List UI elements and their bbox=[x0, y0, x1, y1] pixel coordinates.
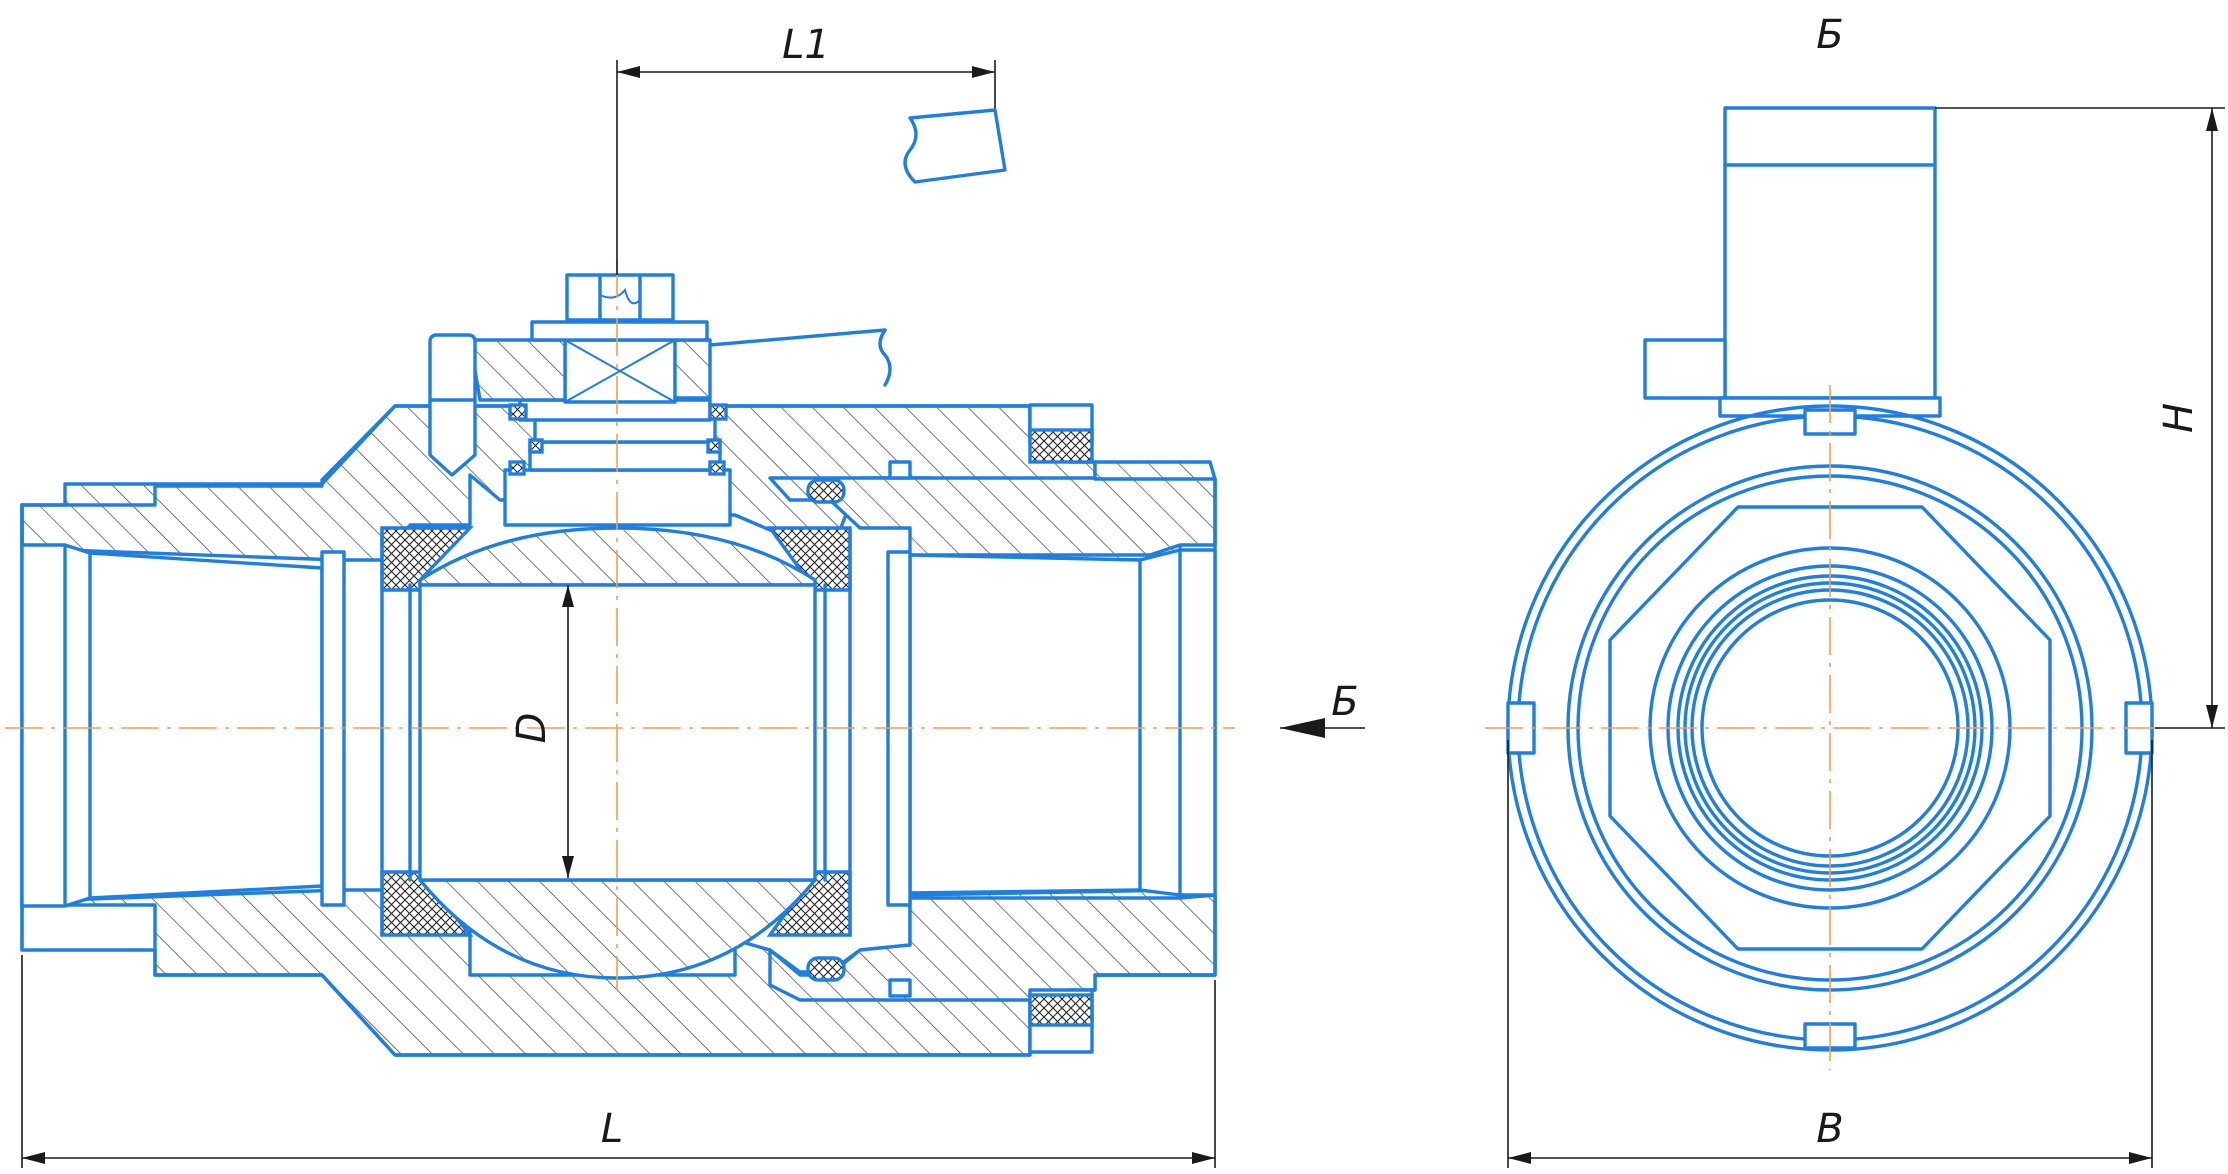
dim-d-arrow-top bbox=[562, 585, 574, 607]
handle-stop-pin bbox=[428, 398, 477, 477]
dim-l-arrow-left bbox=[22, 1152, 45, 1164]
dim-h-arrow-bottom bbox=[2206, 705, 2218, 728]
view-arrow-head bbox=[1280, 718, 1325, 738]
left-bore bbox=[20, 543, 324, 908]
union-nut-top-face bbox=[1028, 428, 1094, 464]
view-marker-label: Б bbox=[1331, 679, 1358, 725]
hex-nut bbox=[1608, 505, 2052, 951]
dim-d-label: D bbox=[509, 713, 555, 744]
section-view: D L1 L Б bbox=[5, 22, 1365, 1168]
body-right-top bbox=[768, 460, 1217, 557]
stem-neck bbox=[528, 440, 722, 472]
dim-b-arrow-right bbox=[2129, 1152, 2152, 1164]
dim-l1-arrow-right bbox=[972, 66, 995, 78]
handle-break bbox=[878, 328, 892, 387]
small-pin-bottom bbox=[888, 978, 912, 998]
stem-square-cross-b bbox=[564, 339, 676, 403]
oring-top bbox=[806, 478, 846, 504]
dim-h-arrow-top bbox=[2206, 108, 2218, 131]
handle-lever-right bbox=[673, 338, 712, 400]
oring-bottom bbox=[806, 956, 846, 982]
handle-tip bbox=[428, 333, 477, 407]
outline-bottom-left bbox=[20, 503, 1032, 1057]
right-bore bbox=[908, 548, 1217, 897]
dim-h-label: H bbox=[2156, 403, 2202, 433]
dim-b-label: B bbox=[1816, 1106, 1843, 1152]
dim-l1-arrow-left bbox=[617, 66, 640, 78]
view-title: Б bbox=[1816, 12, 1843, 58]
handle-end bbox=[903, 108, 1007, 184]
seal-ring-left-3 bbox=[508, 460, 526, 476]
nut-thread bbox=[599, 287, 641, 305]
stem-collar bbox=[533, 416, 717, 444]
bore-ring-b bbox=[1666, 564, 1994, 892]
handle-side-tab bbox=[1643, 338, 1727, 400]
seal-ring-left-2 bbox=[528, 438, 544, 454]
end-view: Б H bbox=[1485, 12, 2225, 1168]
handle-arm bbox=[708, 328, 887, 347]
dim-b-arrow-left bbox=[1508, 1152, 1531, 1164]
dim-l1-label: L1 bbox=[782, 22, 830, 68]
dim-d-arrow-bottom bbox=[562, 856, 574, 878]
handle-box bbox=[1723, 106, 1937, 400]
dim-l-label: L bbox=[601, 1106, 623, 1152]
handle-plate bbox=[530, 320, 709, 342]
union-nut-bottom-face bbox=[1028, 993, 1094, 1027]
handle-lever bbox=[468, 338, 567, 402]
inner-ring-b bbox=[1576, 474, 2084, 982]
small-pin-top bbox=[888, 460, 912, 480]
seal-ring-right-3 bbox=[708, 460, 726, 476]
nut-body bbox=[565, 273, 675, 322]
seal-ring-right-2 bbox=[706, 438, 722, 454]
seal-ring-right bbox=[708, 403, 728, 421]
seal-ring-left bbox=[508, 403, 528, 421]
dim-l-arrow-right bbox=[1192, 1152, 1215, 1164]
